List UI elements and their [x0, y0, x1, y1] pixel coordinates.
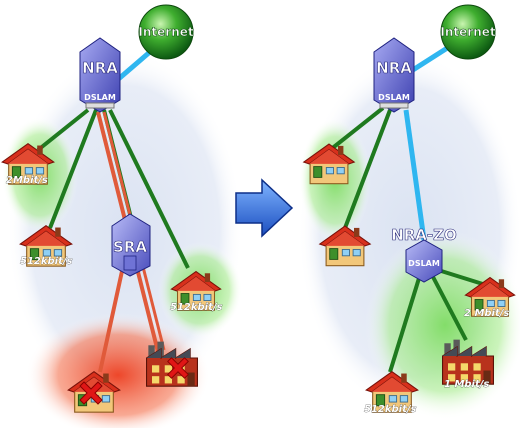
- sra-door: [123, 255, 137, 271]
- internet-node: Internet: [440, 4, 496, 60]
- speed-house-4: 512kbit/s: [364, 404, 417, 415]
- copper-link: [388, 274, 422, 373]
- nra-label: NRA: [82, 59, 118, 77]
- red-zone-failed: [26, 313, 210, 428]
- right-arrow-icon: [235, 178, 294, 238]
- copper-link: [437, 268, 487, 287]
- nrazo-dslam-label: DSLAM: [408, 259, 440, 268]
- globe-icon: [138, 4, 194, 60]
- speed-house-2: 512kbit/s: [20, 256, 73, 267]
- nra-dslam-label: DSLAM: [378, 93, 410, 102]
- nra-label: NRA: [376, 59, 412, 77]
- nra-box: [79, 37, 121, 113]
- copper-link-degraded: [98, 261, 126, 373]
- nrazo-node: NRA-ZO DSLAM: [391, 226, 457, 283]
- sra-box: [111, 213, 151, 277]
- dslam-port: [85, 102, 115, 109]
- fiber-link: [403, 109, 427, 241]
- before-panel: Internet NRA DSLAM SRA 2Mbit/s 512kbit/s…: [1, 4, 243, 428]
- speed-factory: 1 Mbit/s: [444, 379, 489, 390]
- internet-label: Internet: [440, 25, 495, 39]
- transition-arrow: [235, 178, 294, 238]
- nra-node: NRA DSLAM: [79, 37, 121, 113]
- nra-node: NRA DSLAM: [373, 37, 415, 113]
- copper-link: [430, 274, 468, 341]
- internet-label: Internet: [138, 25, 193, 39]
- speed-house-3: 512kbit/s: [170, 302, 223, 313]
- copper-link: [48, 109, 98, 229]
- sra-node: SRA: [111, 213, 151, 277]
- nra-dslam-label: DSLAM: [84, 93, 116, 102]
- copper-link: [36, 108, 90, 152]
- copper-link: [328, 106, 385, 152]
- dslam-port: [379, 102, 409, 109]
- nrazo-box: [405, 239, 443, 283]
- nrazo-label: NRA-ZO: [391, 226, 457, 244]
- speed-house-3: 2 Mbit/s: [464, 308, 509, 319]
- nra-box: [373, 37, 415, 113]
- copper-link: [108, 109, 190, 269]
- globe-icon: [440, 4, 496, 60]
- sra-label: SRA: [113, 238, 147, 256]
- speed-house-1: 2Mbit/s: [6, 175, 48, 186]
- internet-node: Internet: [138, 4, 194, 60]
- copper-link: [343, 109, 392, 229]
- after-panel: Internet NRA DSLAM NRA-ZO DSLAM 2 Mbit/s…: [298, 4, 520, 420]
